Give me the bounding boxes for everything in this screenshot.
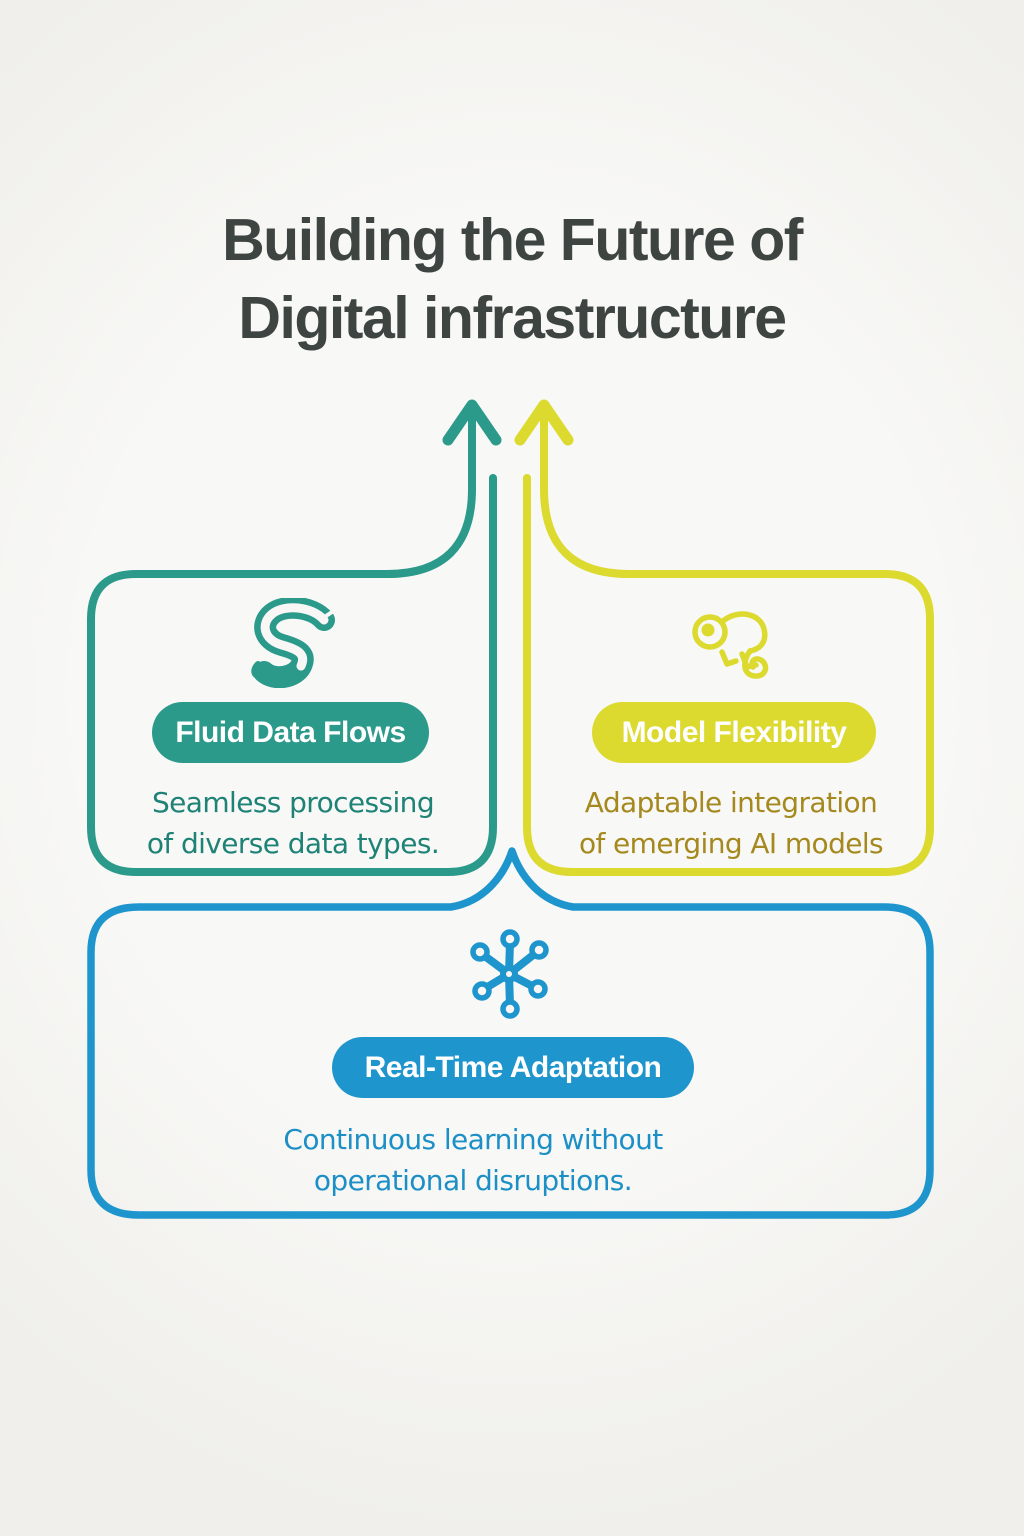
chameleon-legs [719,649,759,670]
chameleon-head [692,614,728,650]
fluid-data-flows-badge: Fluid Data Flows [152,702,429,763]
description-line-2: of emerging AI models [578,827,884,860]
blue-card-outline [87,847,934,1219]
description-line-1: Adaptable integration [584,786,878,819]
real-time-adaptation-description: Continuous learning without operational … [53,1119,893,1201]
fluid-data-flows-description: Seamless processing of diverse data type… [93,782,493,864]
teal-arrowhead-icon [442,399,502,446]
chameleon-eye [701,623,715,637]
teal-flow-outline [87,403,497,876]
page-title-line1: Building the Future of [222,207,803,273]
eel-body-hollow [260,603,329,671]
description-line-1: Seamless processing [151,786,435,819]
eel-head-notch [324,610,334,618]
description-line-2: operational disruptions. [313,1164,633,1197]
yellow-arrowhead-icon [514,399,574,446]
network-node-rings [470,929,549,1019]
page-title-line2: Digital infrastructure [238,285,787,351]
model-flexibility-badge: Model Flexibility [592,702,876,763]
real-time-adaptation-badge: Real-Time Adaptation [332,1037,694,1098]
model-flexibility-description: Adaptable integration of emerging AI mod… [531,782,931,864]
eel-tail-curl [251,661,269,680]
eel-icon [251,598,335,688]
chameleon-icon [692,611,769,679]
network-icon [470,929,549,1019]
network-center-hole [506,971,512,977]
chameleon-back [720,611,768,654]
yellow-flow-outline [523,403,934,876]
page-title: Building the Future of Digital infrastru… [0,201,1024,357]
description-line-2: of diverse data types. [146,827,440,860]
description-line-1: Continuous learning without [283,1123,663,1156]
